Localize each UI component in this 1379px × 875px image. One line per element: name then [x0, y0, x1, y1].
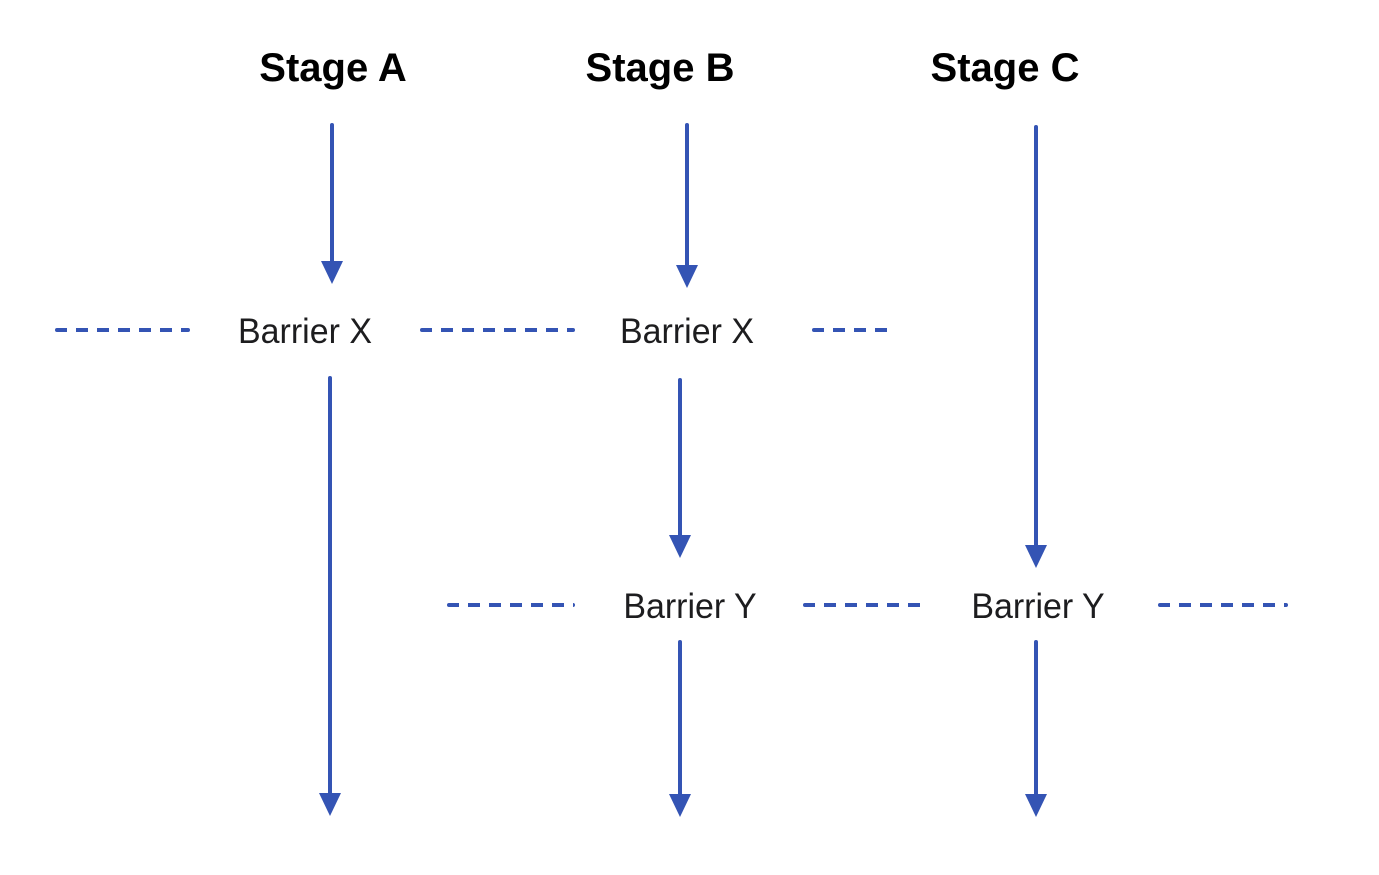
arrow-head-icon — [1025, 545, 1047, 568]
barrier-y-dash-middle — [803, 603, 925, 607]
arrow-line — [1034, 125, 1038, 552]
arrow-line — [678, 640, 682, 801]
arrow-head-icon — [676, 265, 698, 288]
stage-b-arrow-bottom — [668, 640, 692, 817]
barrier-y-label-stage-b: Barrier Y — [623, 587, 757, 626]
stage-a-arrow-top — [320, 123, 344, 284]
stage-a-label: Stage A — [259, 46, 407, 90]
arrow-line — [678, 378, 682, 542]
stage-b-arrow-top — [675, 123, 699, 288]
barrier-y-label-stage-c: Barrier Y — [971, 587, 1105, 626]
stage-a-arrow-bottom — [318, 376, 342, 816]
arrow-line — [330, 123, 334, 268]
stage-b-label: Stage B — [585, 46, 735, 90]
barrier-y-dash-left — [447, 603, 575, 607]
arrow-head-icon — [669, 535, 691, 558]
arrow-head-icon — [1025, 794, 1047, 817]
arrow-head-icon — [321, 261, 343, 284]
stage-c-label: Stage C — [930, 46, 1080, 90]
stage-c-arrow-bottom — [1024, 640, 1048, 817]
stage-c-arrow-top — [1024, 125, 1048, 568]
barrier-x-dash-right — [812, 328, 892, 332]
stage-b-arrow-middle — [668, 378, 692, 558]
barrier-x-dash-left — [55, 328, 190, 332]
barrier-y-dash-right — [1158, 603, 1288, 607]
barrier-x-label-stage-a: Barrier X — [238, 312, 372, 351]
arrow-line — [1034, 640, 1038, 801]
arrow-head-icon — [669, 794, 691, 817]
arrow-head-icon — [319, 793, 341, 816]
barrier-x-label-stage-b: Barrier X — [620, 312, 754, 351]
arrow-line — [685, 123, 689, 272]
arrow-line — [328, 376, 332, 800]
barrier-x-dash-middle — [420, 328, 575, 332]
